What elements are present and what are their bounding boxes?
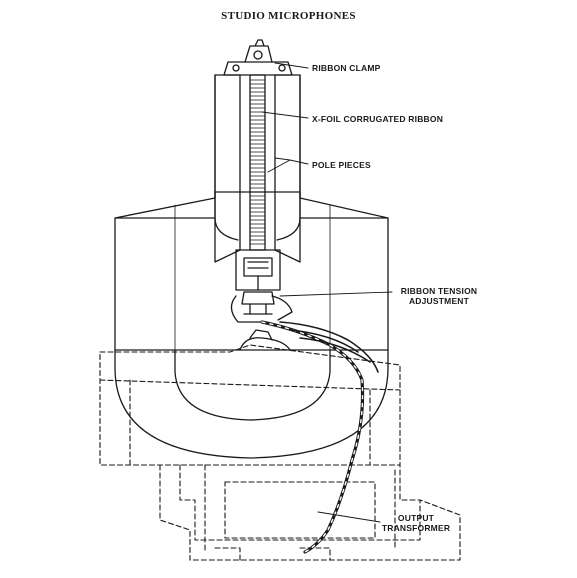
label-output-transformer: OUTPUT TRANSFORMER [376,513,456,533]
label-xfoil-corrugated-ribbon: X-FOIL CORRUGATED RIBBON [312,114,444,124]
u-yoke-center [239,337,291,351]
pole-gap-lines [239,74,276,251]
label-output-transformer-line2: TRANSFORMER [381,523,451,533]
label-ribbon-tension: RIBBON TENSION ADJUSTMENT [394,286,484,306]
label-ribbon-tension-line1: RIBBON TENSION [400,286,478,296]
pole-piece-left [214,74,241,263]
label-ribbon-clamp: RIBBON CLAMP [312,63,381,73]
pole-piece-right [274,74,301,263]
ribbon-corrugation [249,79,266,245]
label-pole-pieces: POLE PIECES [312,160,371,170]
leader-lines [261,62,393,523]
u-yoke-inner [174,349,331,421]
label-output-transformer-line1: OUTPUT [397,513,435,523]
tension-screw [241,291,275,305]
pole-column-outline [214,74,301,241]
label-ribbon-tension-line2: ADJUSTMENT [408,296,470,306]
dashed-case [99,344,461,561]
u-yoke-outer [114,349,389,459]
magnet-block-side-edge [174,204,331,351]
diagram-title: STUDIO MICROPHONES [221,10,356,22]
ribbon-clamp [223,61,293,76]
